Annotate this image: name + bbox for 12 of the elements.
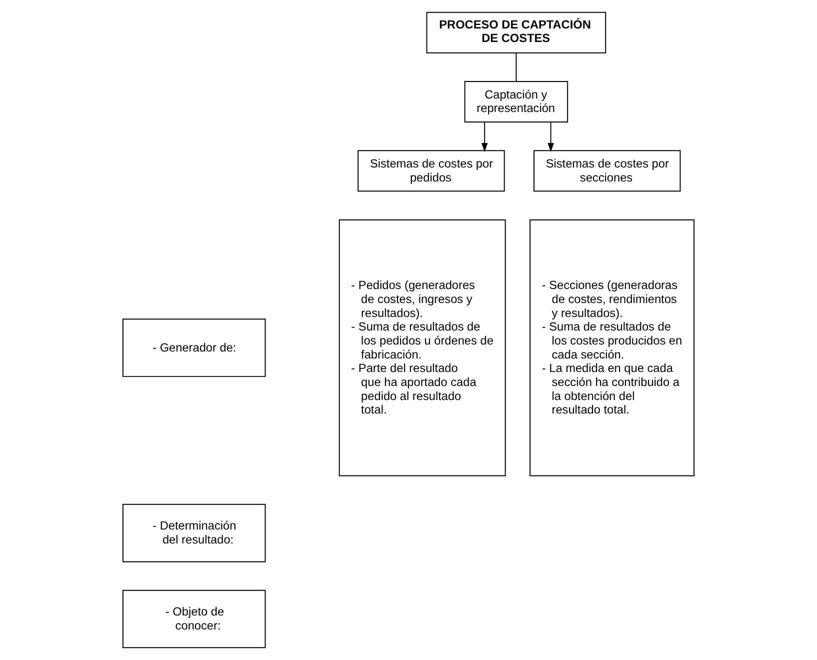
node-box: - Generador de: <box>122 318 266 377</box>
node-box: - Determinación del resultado: <box>122 504 266 562</box>
node-box: Sistemas de costes por secciones <box>534 150 681 192</box>
node-box: - Objeto de conocer: <box>122 590 266 648</box>
connector <box>516 52 517 82</box>
node-box: Captación y representación <box>464 81 568 122</box>
node-box: - Pedidos (generadores de costes, ingresos y resultados). - Suma de resultados de los pedidos u órdenes de fabricación. - Parte del resultado que ha aportado cada pedido al resultado total. <box>338 219 506 476</box>
arrow <box>481 122 488 152</box>
arrow <box>548 122 554 152</box>
node-box: Sistemas de costes por pedidos <box>358 150 505 192</box>
node-box: PROCESO DE CAPTACIÓN DE COSTES <box>426 12 606 54</box>
node-box: - Secciones (generadoras de costes, rendimientos y resultados). - Suma de resultados de los costes producidos en cada sección. - La medida en que cada sección ha contribuido a la obtención del resultado total. <box>530 219 695 476</box>
